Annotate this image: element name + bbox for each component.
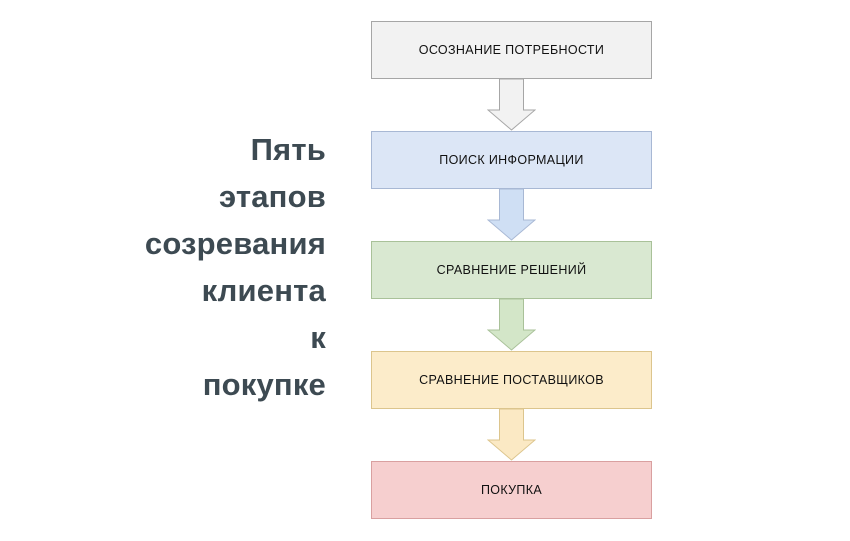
stage-box-purchase[interactable]: ПОКУПКА (371, 461, 652, 519)
stage-label-awareness: ОСОЗНАНИЕ ПОТРЕБНОСТИ (418, 43, 605, 57)
stage-box-information-search[interactable]: ПОИСК ИНФОРМАЦИИ (371, 131, 652, 189)
stage-box-solution-comparison[interactable]: СРАВНЕНИЕ РЕШЕНИЙ (371, 241, 652, 299)
stage-label-information-search: ПОИСК ИНФОРМАЦИИ (439, 153, 584, 167)
arrow-down-icon-1 (487, 79, 536, 131)
process-flow: ОСОЗНАНИЕ ПОТРЕБНОСТИ ПОИСК ИНФОРМАЦИИ С… (371, 21, 652, 519)
stage-box-awareness[interactable]: ОСОЗНАНИЕ ПОТРЕБНОСТИ (371, 21, 652, 79)
stage-box-supplier-comparison[interactable]: СРАВНЕНИЕ ПОСТАВЩИКОВ (371, 351, 652, 409)
arrow-down-icon-2 (487, 189, 536, 241)
stage-label-solution-comparison: СРАВНЕНИЕ РЕШЕНИЙ (436, 263, 587, 277)
arrow-down-icon-4 (487, 409, 536, 461)
stage-label-supplier-comparison: СРАВНЕНИЕ ПОСТАВЩИКОВ (419, 373, 604, 387)
page-title: Пять этапов созревания клиента к покупке (144, 132, 326, 402)
stage-label-purchase: ПОКУПКА (480, 483, 543, 497)
arrow-down-icon-3 (487, 299, 536, 351)
